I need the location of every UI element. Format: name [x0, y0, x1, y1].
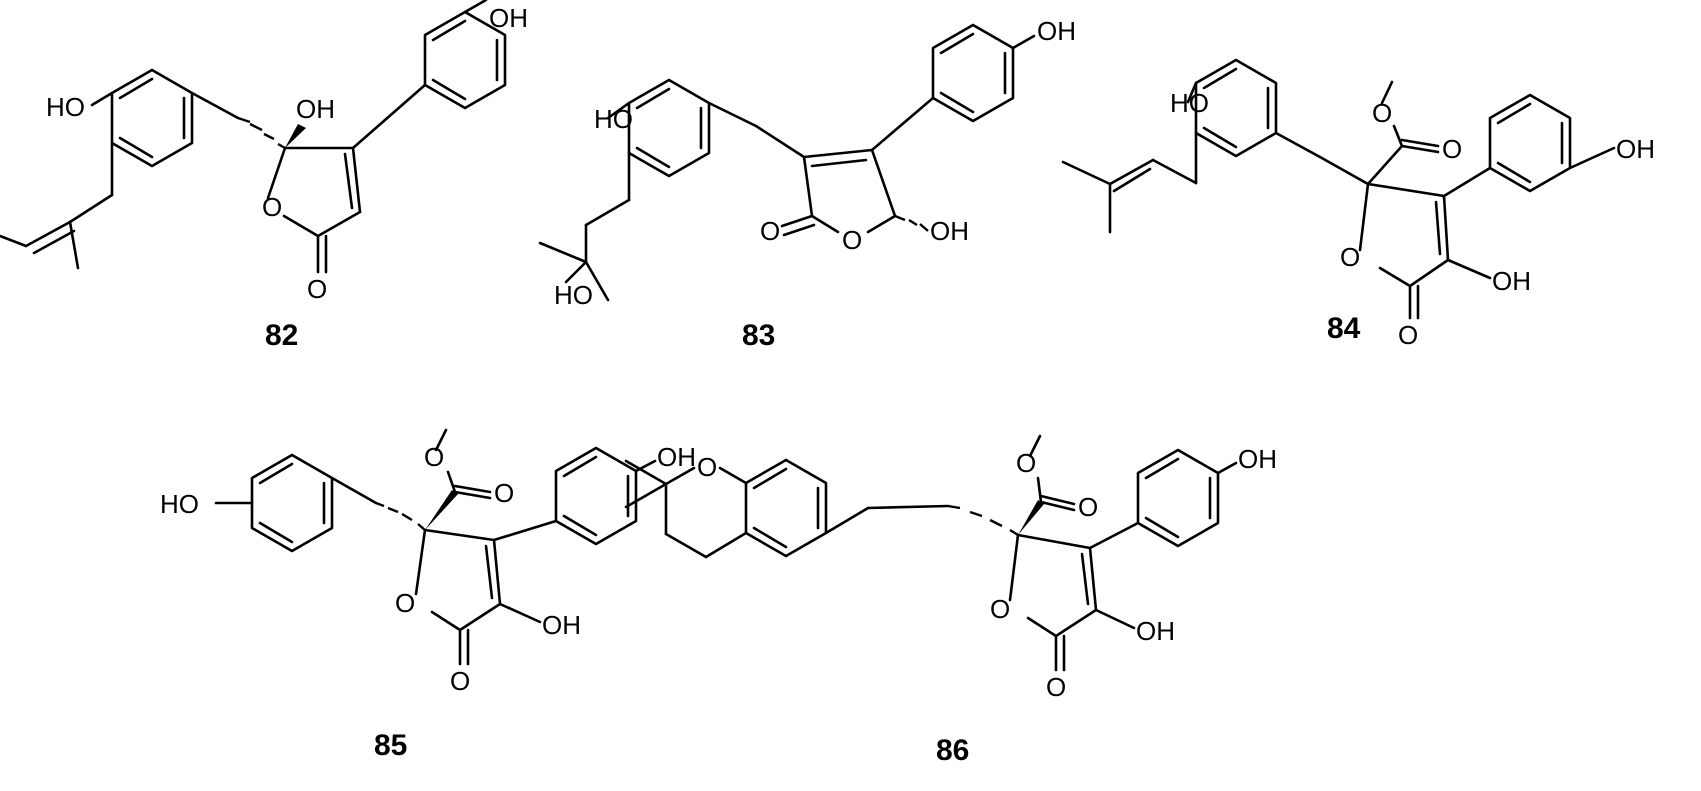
compound-84: HO O O OH O OH O 84 [1061, 58, 1655, 350]
atom-83-carbonyl-o: O [760, 216, 780, 246]
atom-86-pyran-o: O [697, 452, 717, 482]
atom-82-para-oh: OH [489, 3, 528, 33]
atom-83-ring-o: O [842, 225, 862, 255]
compound-83: HO OH HO O O OH 83 [538, 16, 1076, 352]
compound-label-83: 83 [742, 319, 775, 352]
atom-83-tert-ho: HO [554, 280, 593, 310]
atom-85-enol-oh: OH [542, 610, 581, 640]
atom-85-ho: HO [160, 489, 199, 519]
atom-84-para-oh: OH [1616, 134, 1655, 164]
atom-82-ho: HO [46, 92, 85, 122]
atom-86-para-oh: OH [1238, 444, 1277, 474]
atom-85-para-oh: OH [657, 442, 696, 472]
atom-85-ester-carbonyl-o: O [494, 478, 514, 508]
atom-86-carbonyl-o: O [1046, 672, 1066, 702]
atom-84-ring-o: O [1340, 242, 1360, 272]
atom-86-ester-carbonyl-o: O [1078, 492, 1098, 522]
atom-85-ester-o: O [424, 442, 444, 472]
compound-label-86: 86 [936, 734, 969, 767]
compound-label-85: 85 [374, 729, 407, 762]
atom-83-oh: OH [930, 216, 969, 246]
atom-84-ester-o: O [1372, 98, 1392, 128]
atom-84-ester-carbonyl-o: O [1442, 134, 1462, 164]
compound-86: O O O OH O OH O 86 [624, 434, 1277, 767]
atom-83-para-oh: OH [1037, 16, 1076, 46]
atom-86-ester-o: O [1016, 448, 1036, 478]
atom-82-carbonyl-o: O [307, 274, 327, 304]
atom-85-carbonyl-o: O [450, 666, 470, 696]
compound-label-84: 84 [1327, 312, 1361, 345]
atom-84-enol-oh: OH [1492, 266, 1531, 296]
atom-84-ho: HO [1170, 88, 1209, 118]
compound-85: HO O O OH O OH O 85 [160, 428, 696, 762]
compound-label-82: 82 [265, 319, 298, 352]
atom-86-ring-o: O [990, 594, 1010, 624]
atom-82-ring-o: O [262, 192, 282, 222]
atom-82-oh: OH [296, 94, 335, 124]
atom-86-enol-oh: OH [1136, 616, 1175, 646]
atom-84-carbonyl-o: O [1398, 320, 1418, 350]
compound-82: HO OH OH O O 82 [0, 0, 528, 352]
atom-85-ring-o: O [395, 588, 415, 618]
atom-83-ho: HO [594, 104, 633, 134]
